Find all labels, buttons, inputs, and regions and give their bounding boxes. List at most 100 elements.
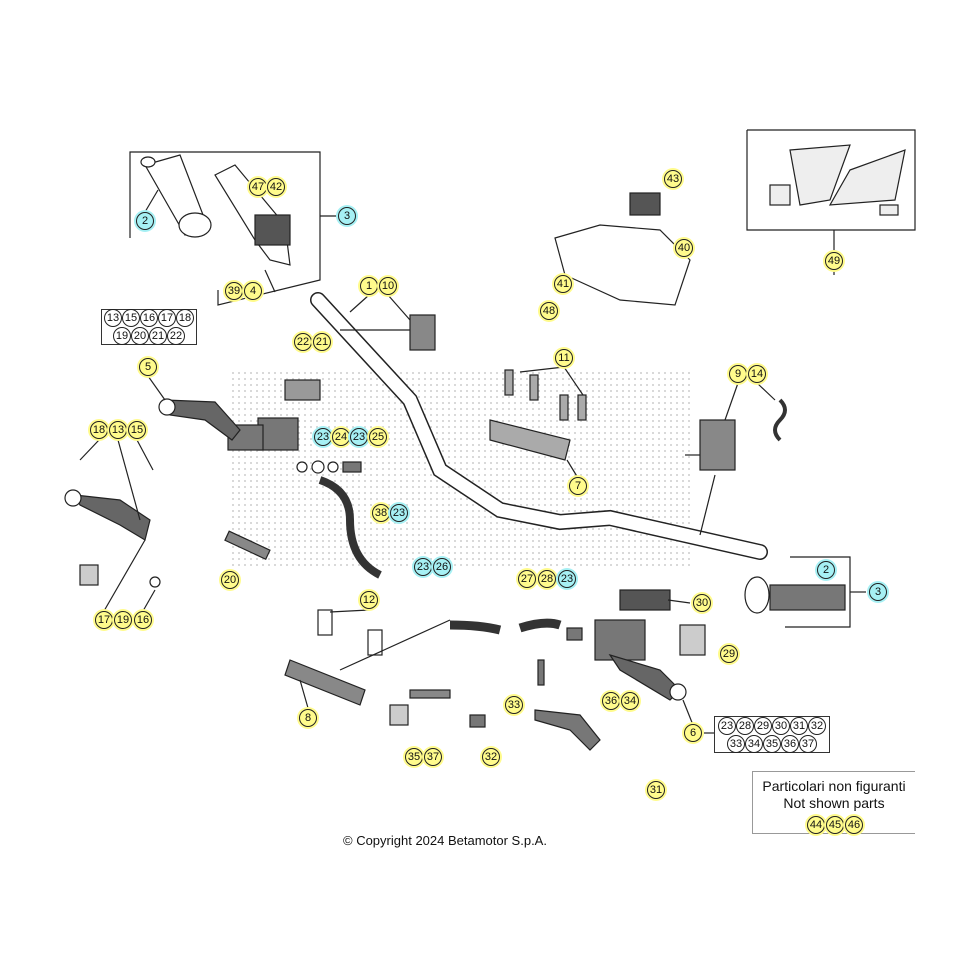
callout[interactable]: 17 [95,611,113,629]
bar-pad-part [554,192,691,306]
callout[interactable]: 35 [405,748,423,766]
callout[interactable]: 39 [225,282,243,300]
callout[interactable]: 23 [414,558,432,576]
callout[interactable]: 32 [808,716,826,735]
callout[interactable]: 23 [314,428,332,446]
grip-right-part [744,576,846,614]
callout[interactable]: 20 [131,327,149,345]
callout[interactable]: 37 [799,734,817,753]
callout[interactable]: 21 [313,333,331,351]
callout[interactable]: 38 [372,504,390,522]
callout[interactable]: 2 [136,212,154,230]
callout[interactable]: 31 [647,781,665,799]
callout[interactable]: 26 [433,558,451,576]
not-shown-parts-list: 44 45 46 [753,812,915,834]
callout[interactable]: 36 [781,734,799,753]
callout[interactable]: 23 [558,570,576,588]
callout[interactable]: 19 [114,611,132,629]
callout[interactable]: 17 [158,309,176,327]
callout[interactable]: 34 [621,692,639,710]
group-6-row: 23 28 29 30 31 32 [718,716,826,735]
callout[interactable]: 23 [390,504,408,522]
callout[interactable]: 12 [360,591,378,609]
not-shown-title-it: Particolari non figuranti [762,778,906,794]
group-6-parts-box: 23 28 29 30 31 32 33 34 35 36 37 [714,716,830,753]
throttle-grip-part [214,164,291,293]
group-5-row: 19 20 21 22 [113,327,185,345]
callout[interactable]: 23 [718,716,736,735]
callout[interactable]: 18 [90,421,108,439]
copyright-text: © Copyright 2024 Betamotor S.p.A. [343,833,547,848]
callout[interactable]: 48 [540,302,558,320]
callout[interactable]: 8 [299,709,317,727]
callout[interactable]: 13 [109,421,127,439]
callout[interactable]: 29 [754,716,772,735]
callout[interactable]: 7 [569,477,587,495]
callout[interactable]: 20 [221,571,239,589]
callout[interactable]: 6 [684,724,702,742]
callout[interactable]: 19 [113,327,131,345]
callout[interactable]: 42 [267,178,285,196]
grip-left-part [140,154,212,238]
callout[interactable]: 3 [869,583,887,601]
callout[interactable]: 33 [505,696,523,714]
group-5-parts-box: 13 15 16 17 18 19 20 21 22 [101,309,197,345]
callout[interactable]: 30 [772,716,790,735]
callout[interactable]: 46 [845,816,863,834]
group-6-row: 33 34 35 36 37 [727,734,817,753]
callout[interactable]: 11 [555,349,573,367]
brake-master-left-part [158,379,382,579]
callout[interactable]: 21 [149,327,167,345]
callout[interactable]: 22 [294,333,312,351]
callout[interactable]: 29 [720,645,738,663]
callout[interactable]: 32 [482,748,500,766]
callout[interactable]: 16 [140,309,158,327]
callout[interactable]: 35 [763,734,781,753]
callout[interactable]: 47 [249,178,267,196]
callout[interactable]: 10 [379,277,397,295]
callout[interactable]: 41 [554,275,572,293]
callout[interactable]: 28 [736,716,754,735]
callout[interactable]: 14 [748,365,766,383]
clamp-lower-part [284,609,383,706]
callout[interactable]: 15 [122,309,140,327]
callout[interactable]: 9 [729,365,747,383]
group-5-row: 13 15 16 17 18 [104,309,194,327]
callout[interactable]: 16 [134,611,152,629]
callout[interactable]: 34 [745,734,763,753]
callout[interactable]: 40 [675,239,693,257]
switch-right-part [685,419,736,471]
callout[interactable]: 5 [139,358,157,376]
callout[interactable]: 30 [693,594,711,612]
callout[interactable]: 4 [244,282,262,300]
callout[interactable]: 18 [176,309,194,327]
callout[interactable]: 13 [104,309,122,327]
lever-right-part [389,659,601,751]
callout[interactable]: 31 [790,716,808,735]
callout[interactable]: 1 [360,277,378,295]
callout[interactable]: 25 [369,428,387,446]
callout[interactable]: 22 [167,327,185,345]
callout[interactable]: 44 [807,816,825,834]
callout[interactable]: 43 [664,170,682,188]
callout[interactable]: 23 [350,428,368,446]
callout[interactable]: 49 [825,252,843,270]
brake-master-right-part [449,589,706,701]
callout[interactable]: 45 [826,816,844,834]
clamp-upper-part [489,369,587,461]
callout[interactable]: 37 [424,748,442,766]
handguard-part [769,144,906,216]
callout[interactable]: 24 [332,428,350,446]
callout[interactable]: 36 [602,692,620,710]
spring-part [224,530,271,561]
not-shown-parts-box: Particolari non figuranti Not shown part… [752,771,915,834]
callout[interactable]: 2 [817,561,835,579]
callout[interactable]: 27 [518,570,536,588]
callout[interactable]: 33 [727,734,745,753]
handguard-inset-frame [746,129,916,231]
callout[interactable]: 15 [128,421,146,439]
callout[interactable]: 28 [538,570,556,588]
callout[interactable]: 3 [338,207,356,225]
